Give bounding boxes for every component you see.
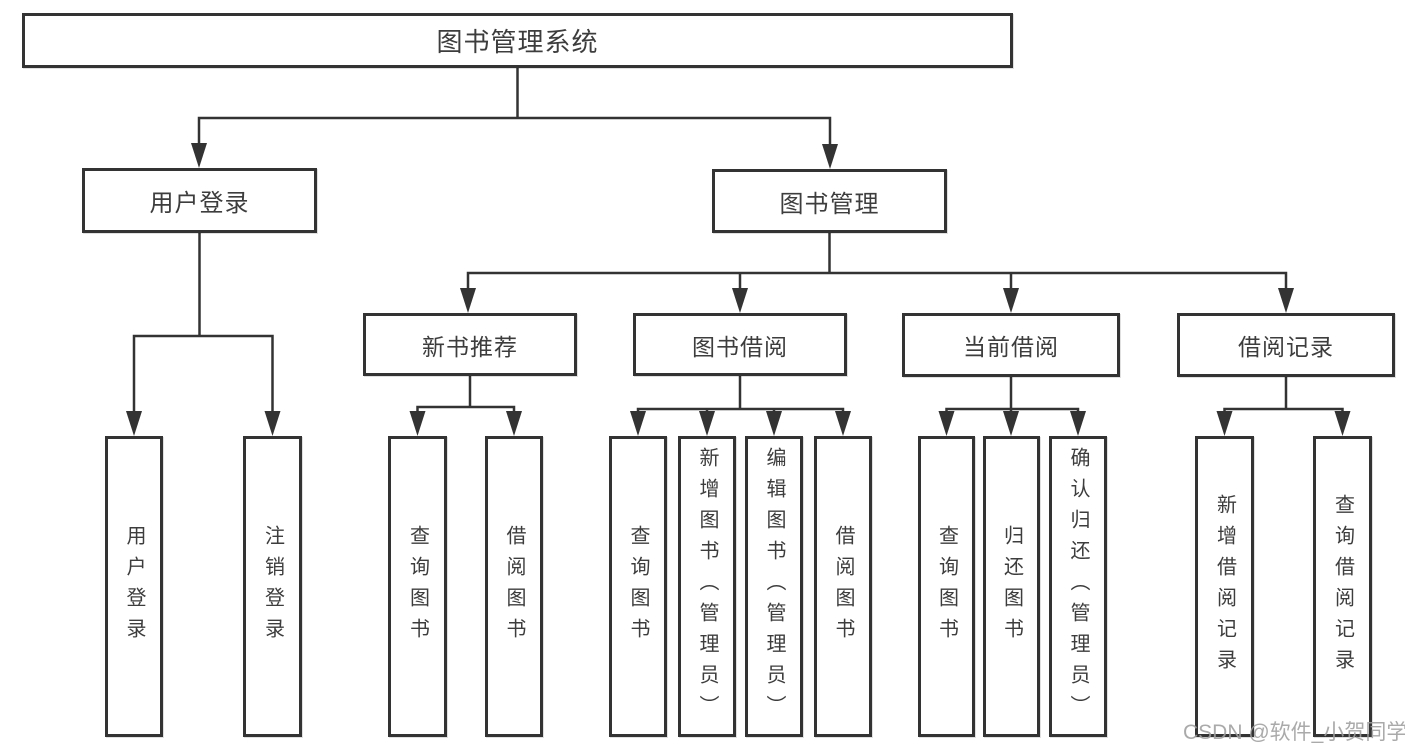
root-connector xyxy=(191,68,838,169)
node-label: 图书管理 xyxy=(779,190,880,218)
leaf-cb-return-books: 归还图书 xyxy=(983,436,1040,737)
leaf-bb-add-books-admin: 新增图书（管理员） xyxy=(678,436,736,737)
leaf-rec-borrow-books: 借阅图书 xyxy=(485,436,543,737)
book-mgmt-connector xyxy=(460,233,1294,313)
borrow-records-connector xyxy=(1216,377,1351,436)
leaf-label: 查询图书 xyxy=(406,524,429,649)
leaf-br-add-borrow-record: 新增借阅记录 xyxy=(1195,436,1254,737)
leaf-label: 借阅图书 xyxy=(832,524,854,649)
node-user-login: 用户登录 xyxy=(82,168,317,233)
leaf-label: 查询图书 xyxy=(935,524,958,649)
leaf-label: 确认归还（管理员） xyxy=(1067,447,1089,726)
leaf-cb-confirm-return-admin: 确认归还（管理员） xyxy=(1049,436,1107,737)
current-borrow-connector xyxy=(938,377,1086,436)
csdn-watermark: CSDN @软件_小贺同学 xyxy=(1183,721,1405,744)
leaf-label: 查询图书 xyxy=(627,524,649,649)
leaf-label: 借阅图书 xyxy=(503,524,525,649)
node-label: 用户登录 xyxy=(149,190,250,217)
leaf-logout: 注销登录 xyxy=(243,436,302,737)
leaf-label: 查询借阅记录 xyxy=(1331,493,1354,680)
leaf-label: 编辑图书（管理员） xyxy=(763,447,785,726)
leaf-rec-query-books: 查询图书 xyxy=(388,436,447,737)
leaf-cb-query-books: 查询图书 xyxy=(918,436,975,737)
leaf-user-login: 用户登录 xyxy=(105,436,163,737)
node-borrowing-records: 借阅记录 xyxy=(1177,313,1395,377)
node-label: 当前借阅 xyxy=(963,334,1059,360)
leaf-label: 归还图书 xyxy=(1000,524,1023,649)
node-new-book-recommendation: 新书推荐 xyxy=(363,313,577,376)
leaf-bb-edit-books-admin: 编辑图书（管理员） xyxy=(745,436,803,737)
leaf-label: 用户登录 xyxy=(123,524,145,649)
node-book-borrowing: 图书借阅 xyxy=(633,313,847,376)
leaf-label: 新增借阅记录 xyxy=(1213,493,1236,680)
node-label: 图书借阅 xyxy=(692,333,788,360)
node-library-management-system: 图书管理系统 xyxy=(22,13,1013,68)
node-label: 新书推荐 xyxy=(422,333,518,360)
node-label: 借阅记录 xyxy=(1238,334,1334,360)
node-label: 图书管理系统 xyxy=(436,27,599,57)
user-login-connector xyxy=(126,233,281,436)
node-book-management: 图书管理 xyxy=(712,169,947,233)
leaf-bb-query-books: 查询图书 xyxy=(609,436,667,737)
node-current-borrowing: 当前借阅 xyxy=(902,313,1120,377)
leaf-bb-borrow-books: 借阅图书 xyxy=(814,436,872,737)
leaf-label: 新增图书（管理员） xyxy=(696,447,718,726)
new-book-rec-connector xyxy=(409,376,522,436)
leaf-label: 注销登录 xyxy=(261,524,284,649)
book-borrow-connector xyxy=(630,376,851,436)
leaf-br-query-borrow-record: 查询借阅记录 xyxy=(1313,436,1372,737)
